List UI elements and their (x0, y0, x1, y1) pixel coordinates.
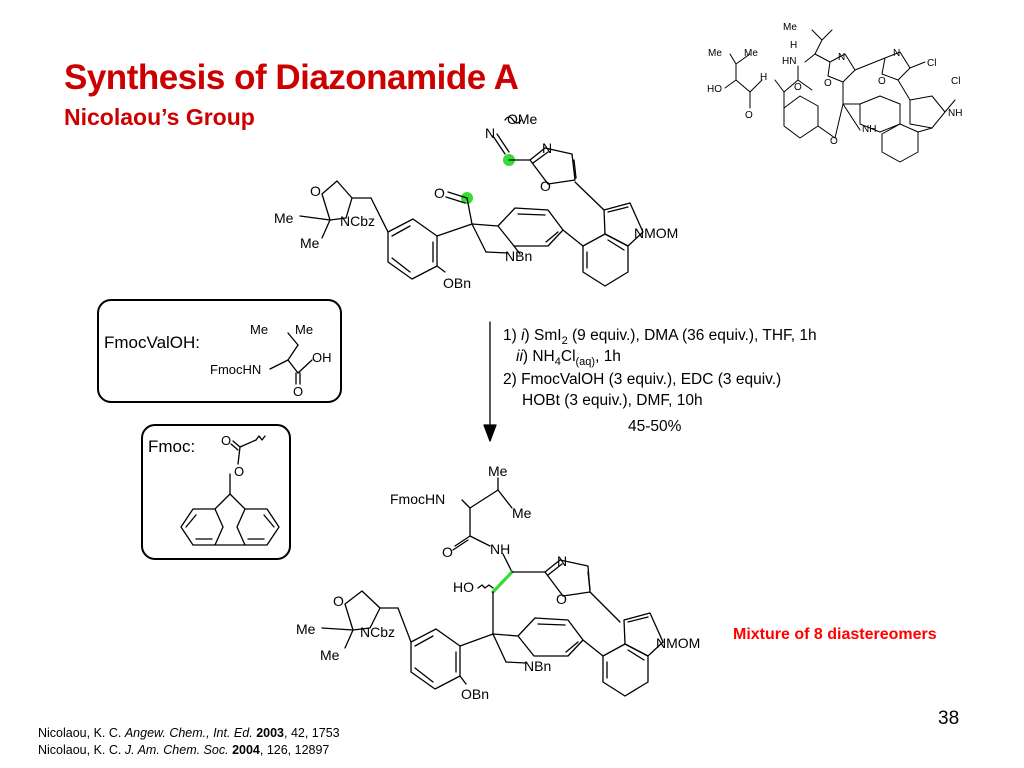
label-dz-o-4: O (878, 76, 886, 87)
product-structure (321, 477, 664, 697)
fmoc-box (141, 424, 291, 560)
label-prod-obn: OBn (461, 686, 489, 702)
label-dz-o-2: O (794, 82, 802, 93)
label-dz-n-2: N (893, 48, 900, 59)
label-dz-nh-h: H (760, 72, 767, 83)
label-dz-cl-1: Cl (927, 58, 936, 69)
label-dz-h: H (790, 40, 797, 51)
label-prod-oxazole-n: N (557, 553, 567, 569)
fmocval-label: FmocValOH: (104, 333, 201, 352)
label-prod-me-4: Me (320, 647, 340, 663)
label-obn: OBn (443, 275, 471, 291)
label-ome: OMe (507, 111, 538, 127)
label-val-oh: OH (312, 350, 332, 365)
label-prod-ho: HO (453, 579, 474, 595)
fmocval-structure (269, 332, 313, 385)
starting-material (299, 116, 644, 287)
label-ring-o: O (310, 183, 321, 199)
label-nmom: NMOM (634, 225, 678, 241)
label-val-me-2: Me (295, 322, 313, 337)
fmoc-structure (180, 435, 280, 546)
reference-1: Nicolaou, K. C. Angew. Chem., Int. Ed. 2… (38, 726, 340, 740)
label-prod-me-3: Me (296, 621, 316, 637)
label-prod-me-1: Me (488, 463, 508, 479)
label-prod-ring-o: O (333, 593, 344, 609)
diazonamide-a-structure (724, 29, 956, 163)
label-dz-me-2: Me (708, 48, 722, 59)
label-me-1: Me (274, 210, 294, 226)
reaction-arrow (483, 321, 497, 442)
label-ncbz: NCbz (340, 213, 375, 229)
label-val-fmochn: FmocHN (210, 362, 261, 377)
condition-line-1: 1) i) SmI2 (9 equiv.), DMA (36 equiv.), … (503, 327, 817, 348)
slide-title: Synthesis of Diazonamide A (64, 58, 519, 97)
label-val-me-1: Me (250, 322, 268, 337)
condition-line-2: ii) NH4Cl(aq), 1h (516, 348, 621, 369)
label-val-o: O (293, 384, 303, 399)
label-aldehyde-o: O (434, 185, 445, 201)
page-number: 38 (938, 708, 960, 729)
label-prod-ncbz: NCbz (360, 624, 395, 640)
reference-2: Nicolaou, K. C. J. Am. Chem. Soc. 2004, … (38, 743, 330, 757)
label-oxazole-o: O (540, 178, 551, 194)
label-dz-cl-2: Cl (951, 76, 960, 87)
label-oxime-n: N (485, 125, 495, 141)
label-dz-me-1: Me (783, 22, 797, 33)
label-prod-nmom: NMOM (656, 635, 700, 651)
label-dz-o-5: O (830, 136, 838, 147)
label-me-2: Me (300, 235, 320, 251)
label-prod-nh: NH (490, 541, 510, 557)
label-dz-nh-2: NH (862, 124, 876, 135)
label-oxazole-n: N (542, 140, 552, 156)
fmoc-label: Fmoc: (148, 437, 196, 456)
reaction-yield: 45-50% (628, 418, 682, 435)
label-prod-fmochn: FmocHN (390, 491, 445, 507)
mixture-note: Mixture of 8 diastereomers (733, 626, 937, 643)
label-prod-amide-o: O (442, 544, 453, 560)
label-nbn: NBn (505, 248, 532, 264)
label-fmoc-o-1: O (221, 433, 231, 448)
label-dz-ho: HO (707, 84, 722, 95)
fmocval-box (97, 299, 342, 403)
label-dz-o-3: O (824, 78, 832, 89)
condition-line-3: 2) FmocValOH (3 equiv.), EDC (3 equiv.) (503, 371, 782, 388)
label-dz-n-1: N (838, 52, 845, 63)
label-fmoc-o-2: O (234, 464, 244, 479)
label-dz-o-1: O (745, 110, 753, 121)
label-prod-nbn: NBn (524, 658, 551, 674)
condition-line-4: HOBt (3 equiv.), DMF, 10h (522, 392, 703, 409)
slide-subtitle: Nicolaou’s Group (64, 104, 255, 130)
label-prod-me-2: Me (512, 505, 532, 521)
label-dz-me-3: Me (744, 48, 758, 59)
label-dz-nh-1: NH (948, 108, 962, 119)
label-prod-oxazole-o: O (556, 591, 567, 607)
label-dz-hn: HN (782, 56, 796, 67)
